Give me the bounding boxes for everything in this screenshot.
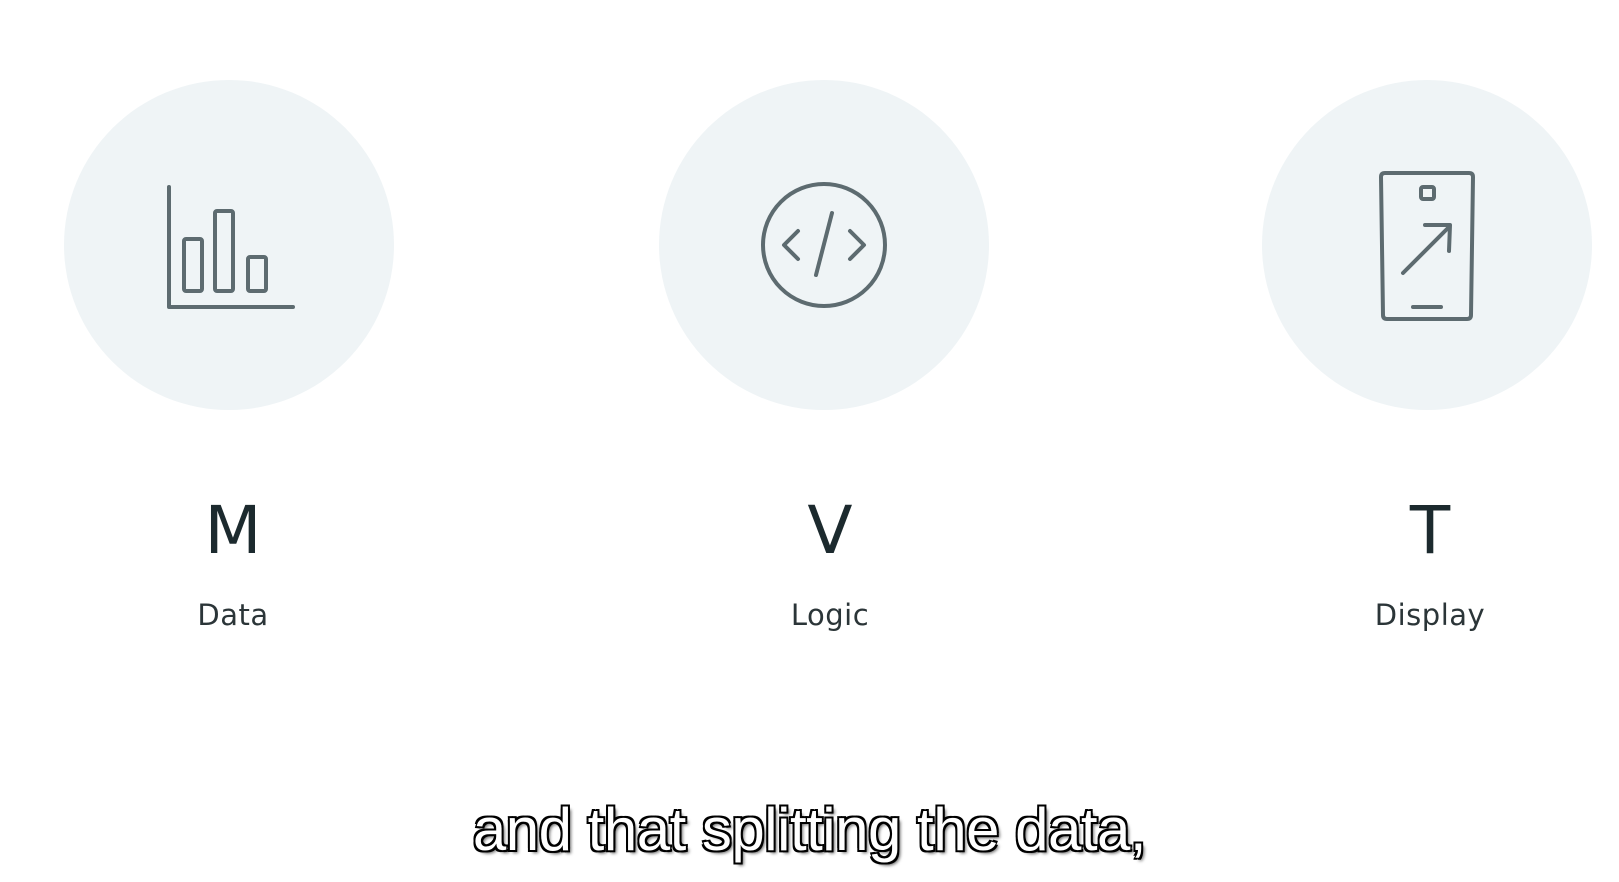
model-letter: M — [204, 492, 262, 569]
template-label: Display — [1374, 598, 1486, 632]
model-icon-circle — [64, 80, 394, 410]
bar-chart-icon — [167, 185, 295, 309]
view-icon-circle — [659, 80, 989, 410]
view-label: Logic — [790, 598, 870, 632]
template-icon-circle — [1262, 80, 1592, 410]
view-letter: V — [807, 492, 853, 569]
template-letter: T — [1409, 492, 1451, 569]
code-icon — [761, 182, 887, 308]
video-subtitle: and that splitting the data, — [472, 796, 1148, 863]
mobile-share-icon — [1379, 171, 1475, 321]
model-label: Data — [197, 598, 269, 632]
